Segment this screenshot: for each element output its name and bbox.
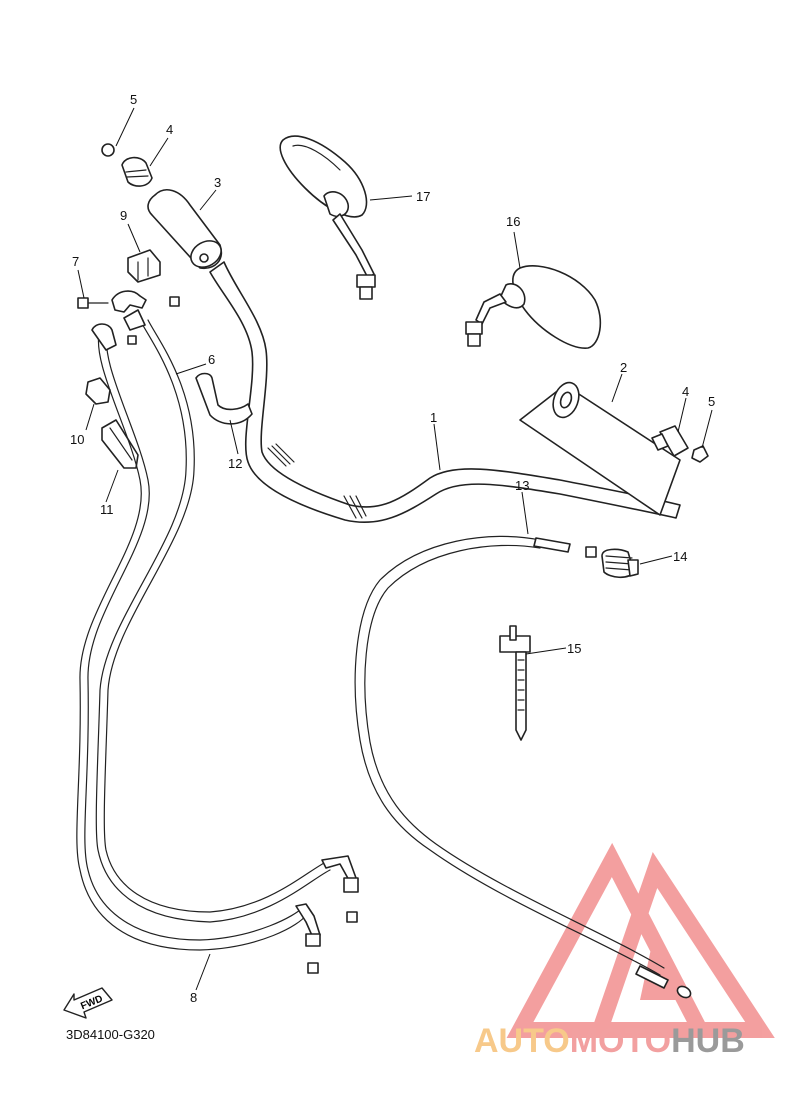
callout-14: 14	[673, 549, 687, 564]
left-mirror	[279, 135, 376, 300]
left-bar-end-weight	[121, 156, 153, 187]
fwd-arrow-icon: FWD	[63, 987, 113, 1019]
callout-15: 15	[567, 641, 581, 656]
fitting-cap	[169, 296, 180, 307]
callout-13: 13	[515, 478, 529, 493]
callout-10: 10	[70, 432, 84, 447]
callout-4-right: 4	[682, 384, 689, 399]
clamp-11	[101, 419, 139, 469]
callout-17: 17	[416, 189, 430, 204]
callout-4-left: 4	[166, 122, 173, 137]
throttle-cable-8	[76, 329, 307, 951]
callout-12: 12	[228, 456, 242, 471]
adjuster-14	[585, 546, 639, 579]
callout-1: 1	[430, 410, 437, 425]
callout-5-left: 5	[130, 92, 137, 107]
left-end-cap	[101, 143, 115, 157]
callout-11: 11	[100, 502, 114, 517]
right-bar-end-weight	[651, 425, 689, 457]
watermark-auto: AUTO	[474, 1022, 570, 1060]
watermark-hub: HUB	[671, 1022, 745, 1060]
cable-end-8-cap	[307, 962, 319, 974]
cable-end-6-cap	[346, 911, 358, 923]
clamp-12	[195, 372, 253, 425]
holder-9	[127, 249, 161, 283]
leader-lines	[77, 107, 713, 991]
watermark-triangle-icon	[506, 842, 775, 1038]
screw-7	[77, 297, 109, 309]
right-end-cap	[691, 445, 709, 463]
clutch-cable-13	[354, 535, 692, 999]
right-mirror	[465, 265, 602, 349]
cable-tie-15	[499, 625, 531, 741]
watermark-moto: MOTO	[569, 1022, 672, 1060]
callout-7: 7	[72, 254, 79, 269]
callout-labels: 5 4 3 9 7 6 10 11 12 8 1 2 4 5 13 14 15 …	[70, 92, 715, 1005]
cable-end-6-nut	[343, 877, 359, 893]
left-grip	[147, 189, 222, 270]
callout-16: 16	[506, 214, 520, 229]
callout-6: 6	[208, 352, 215, 367]
cable-top-cap	[127, 335, 137, 345]
cable-fitting	[111, 290, 147, 313]
callout-2: 2	[620, 360, 627, 375]
drawing-code: 3D84100-G320	[66, 1027, 155, 1042]
right-grip	[519, 381, 681, 516]
watermark-logo: AUTOMOTOHUB	[474, 1022, 745, 1061]
throttle-cable-6	[95, 319, 331, 923]
callout-3: 3	[214, 175, 221, 190]
callout-9: 9	[120, 208, 127, 223]
cable-top-end-2	[123, 309, 146, 331]
handlebar	[209, 261, 681, 524]
clamp-10	[85, 377, 111, 405]
callout-8: 8	[190, 990, 197, 1005]
cable-end-8-nut	[305, 933, 321, 947]
cable-top-end	[91, 323, 117, 351]
callout-5-right: 5	[708, 394, 715, 409]
